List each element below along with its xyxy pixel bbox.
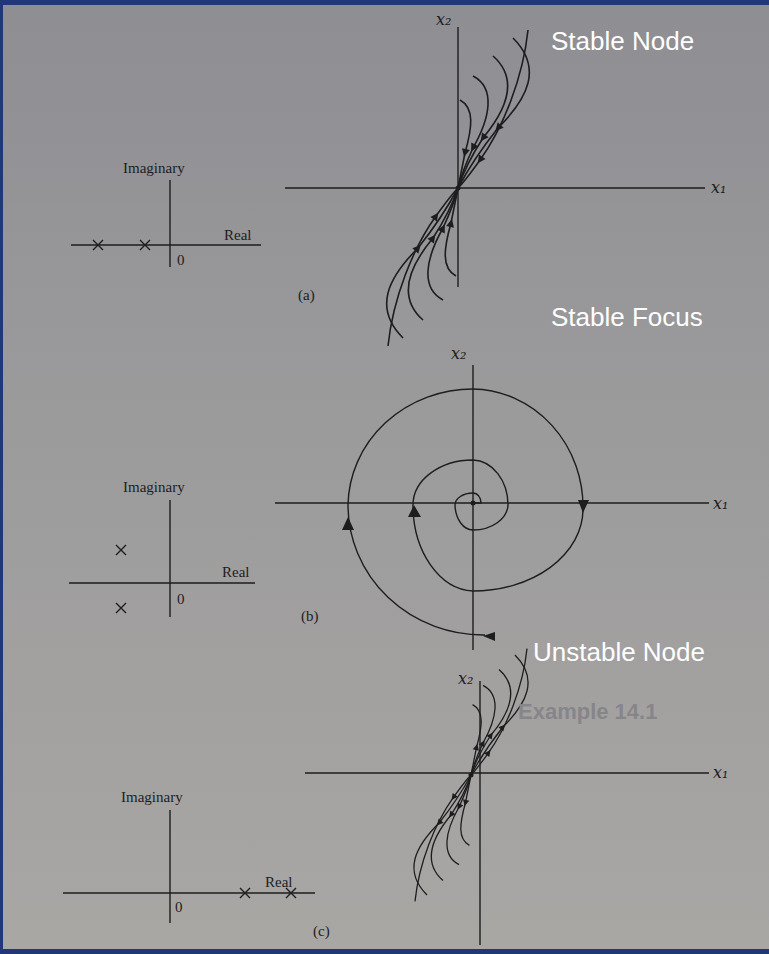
origin-mark: 0 bbox=[177, 252, 185, 269]
axis-name: Imaginary bbox=[123, 160, 185, 177]
axis-name: Real bbox=[222, 564, 250, 581]
axis-label: x₂ bbox=[451, 345, 466, 363]
axis-name: Real bbox=[224, 227, 252, 244]
page-photo: Stable NodeImaginaryReal0x₂x₁(a)Stable F… bbox=[3, 5, 769, 949]
axis-name: Imaginary bbox=[121, 789, 183, 806]
axis-label: x₂ bbox=[458, 670, 473, 688]
axis-label: x₁ bbox=[713, 764, 728, 782]
phase-portraits bbox=[3, 5, 769, 949]
axis-name: Imaginary bbox=[123, 479, 185, 496]
origin-mark: 0 bbox=[177, 591, 185, 608]
panel-tag: (a) bbox=[298, 287, 315, 304]
panel-title: Unstable Node bbox=[533, 638, 705, 667]
panel-title: Stable Node bbox=[551, 27, 694, 56]
axis-name: Real bbox=[265, 874, 293, 891]
origin-mark: 0 bbox=[175, 899, 183, 916]
panel-tag: (c) bbox=[313, 923, 330, 940]
watermark-text: Example 14.1 bbox=[518, 700, 657, 724]
axis-label: x₂ bbox=[436, 11, 451, 29]
panel-tag: (b) bbox=[301, 608, 319, 625]
panel-title: Stable Focus bbox=[551, 303, 703, 332]
axis-label: x₁ bbox=[713, 495, 728, 513]
axis-label: x₁ bbox=[711, 179, 726, 197]
